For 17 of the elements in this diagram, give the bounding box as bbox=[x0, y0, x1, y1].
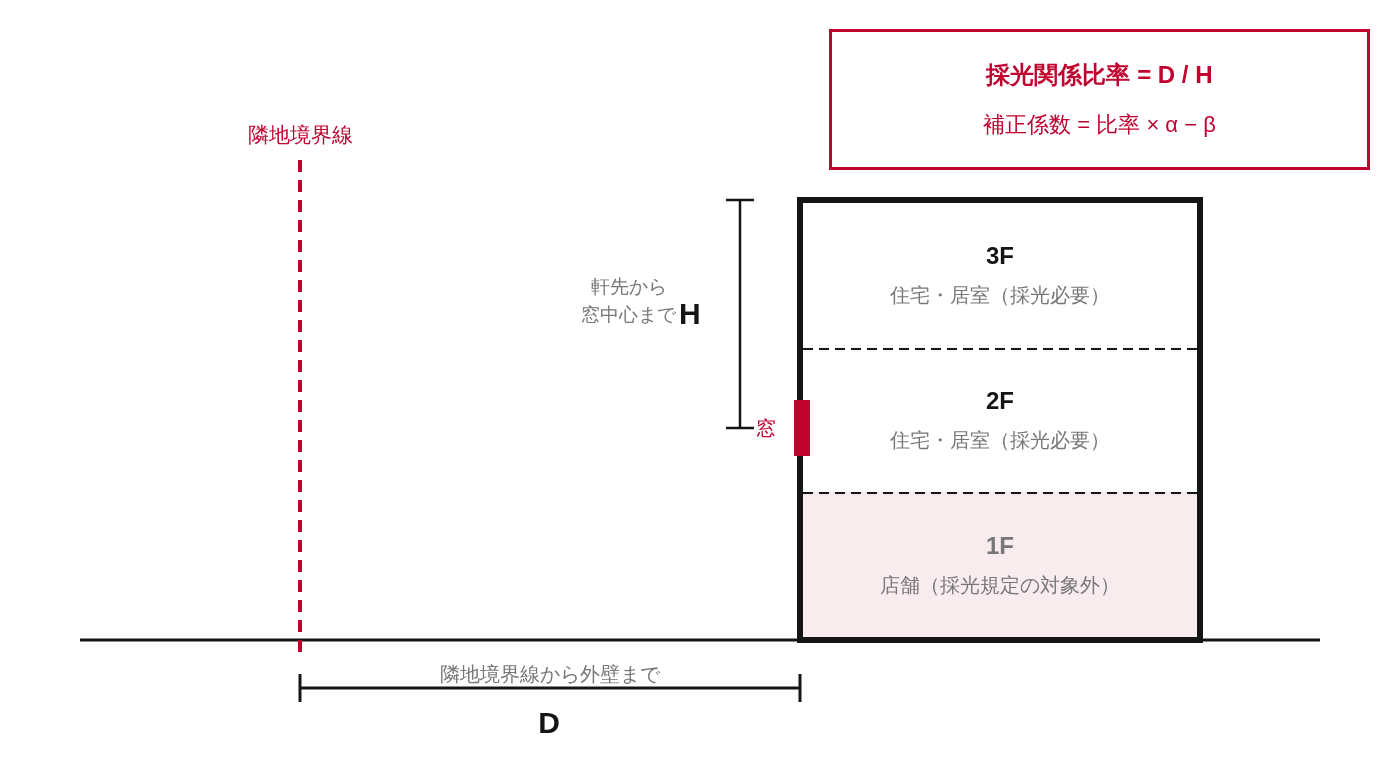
floor-number: 2F bbox=[986, 387, 1014, 415]
floor-use: 住宅・居室（採光必要） bbox=[890, 283, 1110, 309]
floor-number: 3F bbox=[986, 242, 1014, 271]
floor-use: 住宅・居室（採光必要） bbox=[890, 428, 1110, 453]
formula-text: 補正係数 = 比率 × α − β bbox=[983, 110, 1216, 139]
dimension-label: 軒先から窓中心まで bbox=[581, 275, 677, 327]
floor-section bbox=[803, 492, 1197, 637]
dimension-symbol: H bbox=[679, 296, 701, 332]
dimension-symbol: D bbox=[537, 705, 561, 741]
formula-text: 採光関係比率 = D / H bbox=[986, 59, 1213, 90]
dimension-label: 隣地境界線から外壁まで bbox=[439, 662, 661, 686]
formula-box bbox=[829, 29, 1370, 170]
floor-use: 店舗（採光規定の対象外） bbox=[880, 572, 1120, 598]
floor-number: 1F bbox=[986, 531, 1014, 560]
building-outline bbox=[797, 197, 1203, 643]
boundary-label: 隣地境界線 bbox=[246, 122, 354, 148]
window-label: 窓 bbox=[756, 416, 776, 441]
